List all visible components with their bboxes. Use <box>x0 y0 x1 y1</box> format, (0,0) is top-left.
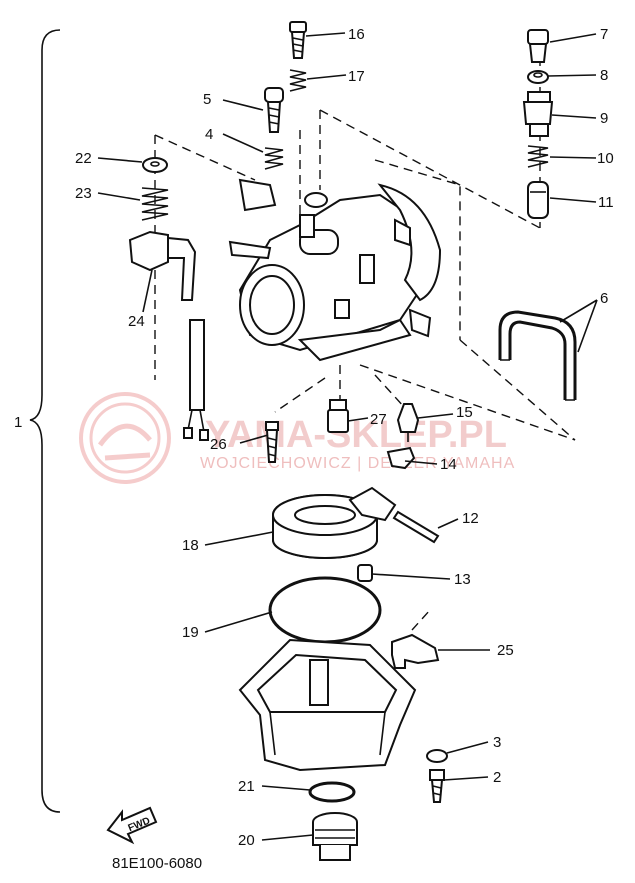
callout-4: 4 <box>205 126 213 143</box>
callout-14: 14 <box>440 456 457 473</box>
callout-18: 18 <box>182 537 199 554</box>
part-15-needle-valve <box>396 403 420 442</box>
callout-12: 12 <box>462 510 479 527</box>
callout-5: 5 <box>203 91 211 108</box>
callout-24: 24 <box>128 313 145 330</box>
part-19-gasket <box>268 576 382 644</box>
callout-9: 9 <box>600 110 608 127</box>
part-23-spring <box>141 187 169 221</box>
callout-25: 25 <box>497 642 514 659</box>
watermark-logo-icon <box>79 392 171 484</box>
callout-7: 7 <box>600 26 608 43</box>
watermark-brand: YAMA-SKLEP.PL <box>205 414 507 456</box>
callout-23: 23 <box>75 185 92 202</box>
part-25-bracket <box>391 609 440 669</box>
part-27-jet <box>327 399 349 433</box>
part-17-spring <box>289 69 307 92</box>
part-code: 81E100-6080 <box>112 855 202 872</box>
callout-21: 21 <box>238 778 255 795</box>
part-11-plunger <box>527 181 549 219</box>
callout-20: 20 <box>238 832 255 849</box>
part-9-adjuster <box>522 91 554 137</box>
part-7-cap <box>527 29 549 63</box>
part-18-float <box>272 486 397 559</box>
part-12-pin <box>392 510 440 544</box>
callout-8: 8 <box>600 67 608 84</box>
part-20-drain-plug <box>312 812 358 861</box>
callout-10: 10 <box>597 150 614 167</box>
part-21-oring <box>308 781 356 803</box>
callout-15: 15 <box>456 404 473 421</box>
watermark: YAMA-SKLEP.PL WOJCIECHOWICZ | DEALER YAM… <box>79 392 515 484</box>
part-3-washer <box>426 749 448 763</box>
part-2-screw <box>429 769 445 803</box>
callout-13: 13 <box>454 571 471 588</box>
callout-22: 22 <box>75 150 92 167</box>
assembly-label: 1 <box>14 414 22 431</box>
part-6-hose <box>498 310 577 401</box>
part-10-spring <box>527 145 549 168</box>
carburetor-body <box>228 178 442 362</box>
part-13-jet <box>357 564 373 582</box>
callout-11: 11 <box>598 194 614 211</box>
part-24-choke-plunger <box>128 230 209 441</box>
float-bowl <box>238 638 417 772</box>
callout-3: 3 <box>493 734 501 751</box>
part-16-screw <box>289 21 307 59</box>
callout-6: 6 <box>600 290 608 307</box>
callout-26: 26 <box>210 436 227 453</box>
part-26-screw <box>265 421 279 463</box>
watermark-sub: WOJCIECHOWICZ | DEALER YAMAHA <box>200 455 515 472</box>
callout-2: 2 <box>493 769 501 786</box>
part-5-screw <box>264 87 284 133</box>
callout-labels: 16 17 5 4 22 23 24 7 8 9 10 11 6 27 15 2… <box>75 26 614 849</box>
part-4-spring <box>264 147 284 170</box>
fwd-arrow-icon: FWD <box>106 806 158 845</box>
part-8-nut <box>527 70 549 84</box>
assembly-brace <box>29 29 61 813</box>
part-22-cap <box>142 157 168 173</box>
part-14-clip <box>386 446 416 470</box>
callout-leaders <box>97 32 598 841</box>
callout-17: 17 <box>348 68 365 85</box>
callout-19: 19 <box>182 624 199 641</box>
callout-16: 16 <box>348 26 365 43</box>
callout-27: 27 <box>370 411 387 428</box>
